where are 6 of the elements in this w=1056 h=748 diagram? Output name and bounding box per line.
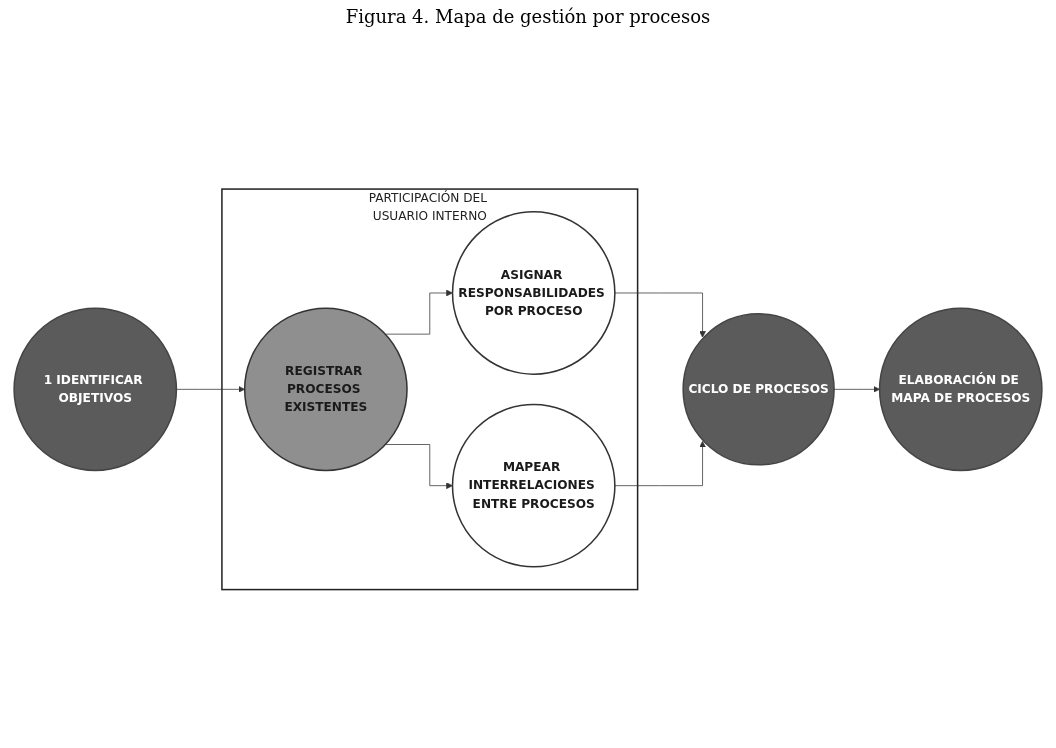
node-circle: MAPEAR INTERRELACIONES ENTRE PROCESOS <box>451 403 616 568</box>
node-circle: CICLO DE PROCESOS <box>682 313 835 466</box>
node-circle: ELABORACIÓN DE MAPA DE PROCESOS <box>878 307 1043 472</box>
node-circle: REGISTRAR PROCESOS EXISTENTES <box>243 307 408 472</box>
figure-title: Figura 4. Mapa de gestión por procesos <box>345 6 711 27</box>
node-circle: 1 IDENTIFICAR OBJETIVOS <box>13 307 178 472</box>
